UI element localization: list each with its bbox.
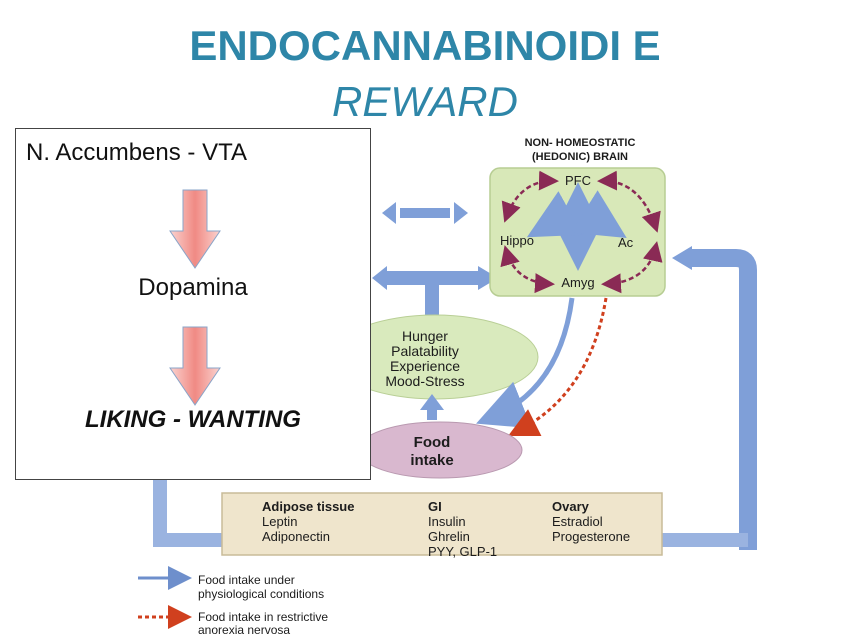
brain-to-food-arrow xyxy=(476,297,575,429)
gi-item-insulin: Insulin xyxy=(428,514,466,529)
adipose-item-adiponectin: Adiponectin xyxy=(262,529,330,544)
factor-mood-stress: Mood-Stress xyxy=(385,373,464,389)
accumbens-vta-panel: N. Accumbens - VTA Dopamina LIKING - WAN… xyxy=(15,128,371,480)
factors-to-food-arrow xyxy=(420,394,444,420)
ovary-item-estradiol: Estradiol xyxy=(552,514,603,529)
node-pfc: PFC xyxy=(565,173,591,188)
panel-liking-wanting-label: LIKING - WANTING xyxy=(85,406,301,433)
down-arrow-icon xyxy=(169,326,221,406)
modulating-factors: Hunger Palatability Experience Mood-Stre… xyxy=(331,314,539,400)
branching-arrow xyxy=(372,266,498,318)
node-amyg: Amyg xyxy=(561,275,594,290)
adipose-item-leptin: Leptin xyxy=(262,514,297,529)
node-ac: Ac xyxy=(618,235,634,250)
panel-dopamine-label: Dopamina xyxy=(138,274,248,301)
legend-solid-line2: physiological conditions xyxy=(198,587,324,601)
peripheral-signals-box: Adipose tissue Leptin Adiponectin GI Ins… xyxy=(221,492,663,559)
brain-heading-line1: NON- HOMEOSTATIC xyxy=(525,137,636,149)
feedback-loop-arrow xyxy=(153,246,757,550)
adipose-header: Adipose tissue xyxy=(262,499,354,514)
slide-title-line1: ENDOCANNABINOIDI E xyxy=(189,22,661,69)
node-vta: VTA xyxy=(565,216,591,231)
legend-solid-line1: Food intake under xyxy=(198,573,295,587)
node-hippo: Hippo xyxy=(500,233,534,248)
hedonic-brain-panel: NON- HOMEOSTATIC (HEDONIC) BRAIN PFC VTA… xyxy=(489,137,666,297)
food-intake-node: Food intake xyxy=(357,421,523,479)
food-label-line2: intake xyxy=(410,452,453,469)
ovary-item-progesterone: Progesterone xyxy=(552,529,630,544)
factor-palatability: Palatability xyxy=(391,343,459,359)
gi-item-ghrelin: Ghrelin xyxy=(428,529,470,544)
gi-header: GI xyxy=(428,499,442,514)
legend-dashed-line1: Food intake in restrictive xyxy=(198,610,328,624)
factor-hunger: Hunger xyxy=(402,328,448,344)
brain-heading-line2: (HEDONIC) BRAIN xyxy=(532,151,628,163)
legend: Food intake under physiological conditio… xyxy=(138,566,328,637)
gi-item-pyy-glp1: PYY, GLP-1 xyxy=(428,544,497,559)
down-arrow-icon xyxy=(169,189,221,269)
brain-link-double-arrow xyxy=(382,202,468,224)
restrictive-food-arrow xyxy=(507,297,608,437)
legend-dashed-line2: anorexia nervosa xyxy=(198,623,290,637)
slide-title-line2: REWARD xyxy=(332,78,518,125)
ovary-header: Ovary xyxy=(552,499,590,514)
factor-experience: Experience xyxy=(390,358,460,374)
panel-heading: N. Accumbens - VTA xyxy=(26,139,247,166)
food-label-line1: Food xyxy=(414,434,451,451)
